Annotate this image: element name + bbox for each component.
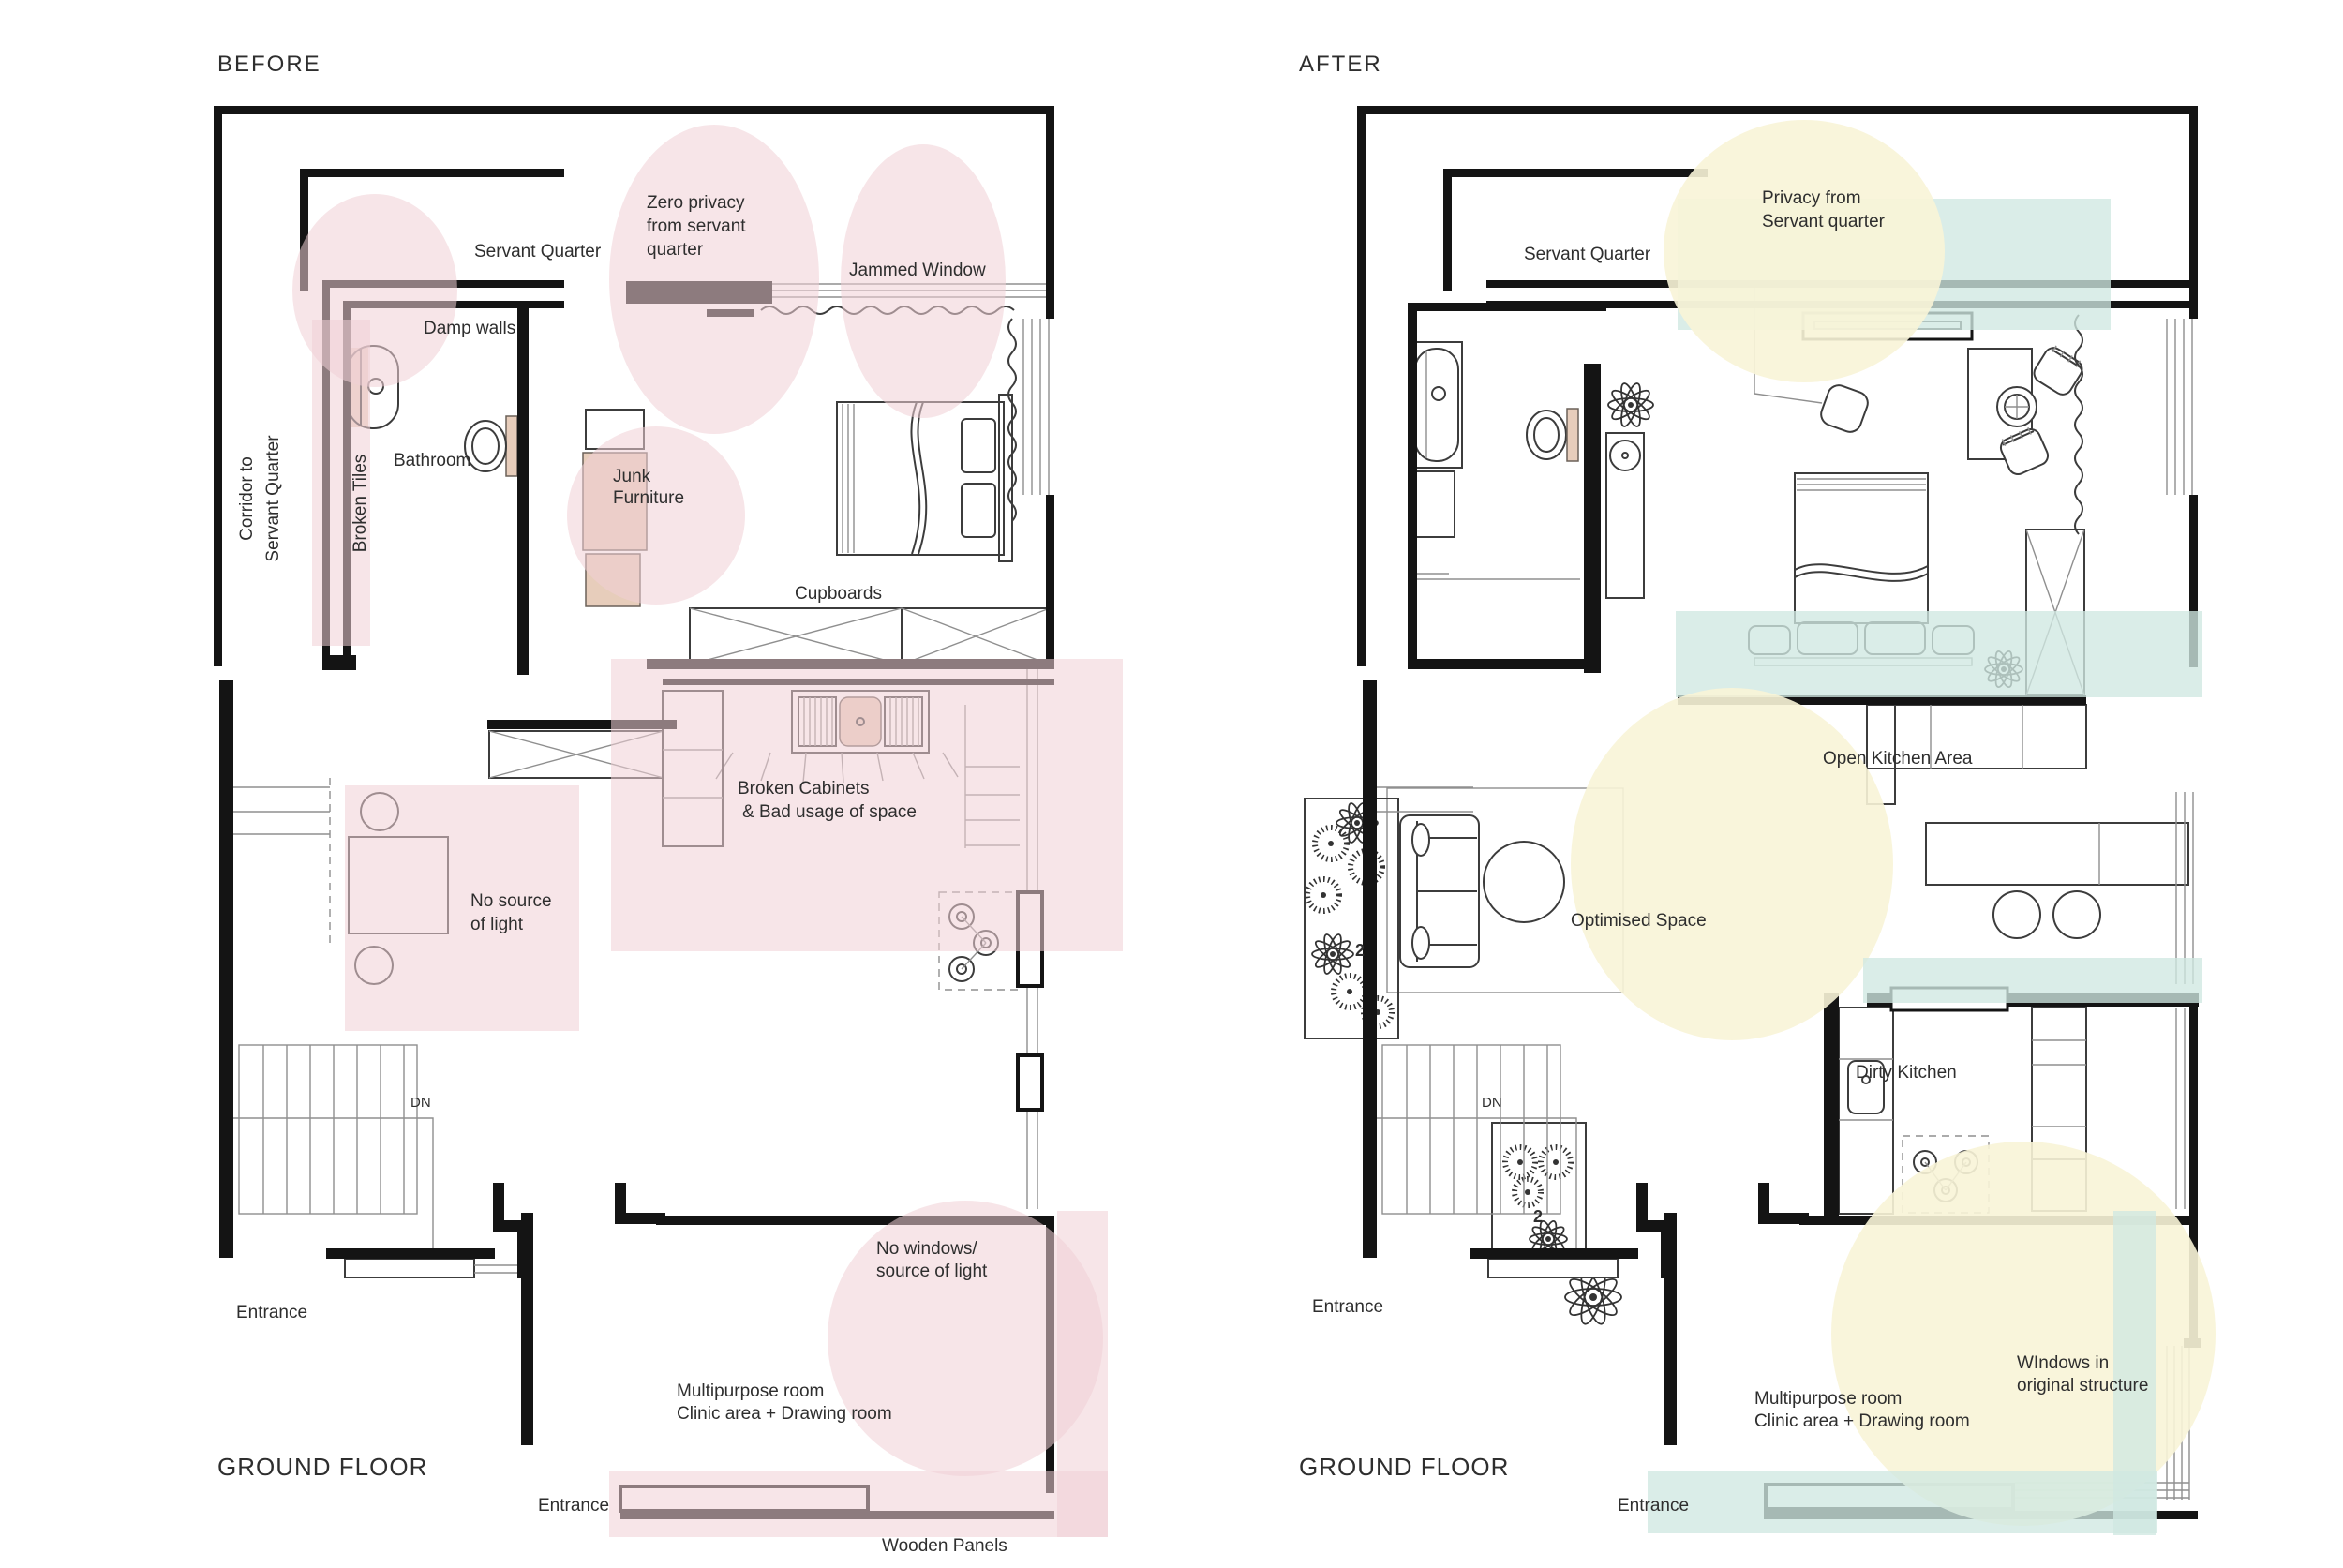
after-staircase — [1375, 1044, 1577, 1248]
headboard — [998, 394, 1013, 562]
label-plant-count-upper: 2 — [1355, 941, 1365, 960]
dirty-kitchen-sink — [1847, 1060, 1885, 1114]
highlight-wooden-panels-right — [1057, 1211, 1108, 1537]
after-entrance-door-leaf — [1487, 1258, 1619, 1278]
label-multipurpose-2: Clinic area + Drawing room — [677, 1404, 892, 1424]
curtain-wave-vertical — [2074, 314, 2083, 535]
staircase — [231, 1044, 434, 1248]
kitchen-island — [1925, 822, 2189, 886]
desk-corner — [1967, 345, 2083, 476]
before-floor-title: GROUND FLOOR — [217, 1453, 427, 1481]
plant-icon — [1607, 382, 1654, 427]
label-after-dn: DN — [1482, 1095, 1502, 1111]
after-highlights — [1571, 120, 2216, 1535]
cupboards-row — [689, 607, 1051, 665]
label-broken-cabinets-1: Broken Cabinets — [738, 779, 869, 799]
highlight-privacy — [1664, 120, 1945, 382]
label-no-light-2: of light — [470, 915, 524, 934]
after-labels: AFTER Privacy from Servant quarter Serva… — [1299, 52, 2148, 1516]
label-corridor-1: Corridor to — [237, 456, 257, 541]
label-no-light-1: No source — [470, 891, 552, 911]
label-after-multipurpose-2: Clinic area + Drawing room — [1754, 1411, 1970, 1431]
highlight-junk-furniture — [567, 426, 745, 605]
highlight-broken-cabinets — [611, 659, 1123, 951]
after-title: AFTER — [1299, 52, 1382, 77]
after-bathroom-fixtures — [1410, 341, 1645, 599]
label-cupboards: Cupboards — [795, 584, 882, 604]
passage-lines — [219, 778, 331, 948]
label-optimised-space: Optimised Space — [1571, 911, 1707, 931]
planter-lower — [1491, 1122, 1587, 1266]
plant-icon — [1564, 1269, 1622, 1325]
label-after-multipurpose-1: Multipurpose room — [1754, 1389, 1902, 1409]
label-broken-tiles: Broken Tiles — [351, 455, 370, 553]
label-zero-privacy-3: quarter — [647, 240, 704, 260]
label-windows-original-2: original structure — [2017, 1376, 2148, 1396]
label-corridor-2: Servant Quarter — [263, 435, 283, 562]
label-servant-quarter: Servant Quarter — [474, 242, 602, 261]
sofa — [1399, 814, 1480, 968]
open-kitchen-counters — [1866, 704, 2189, 939]
label-jammed-window: Jammed Window — [849, 261, 986, 280]
highlight-kitchen-window — [1863, 958, 2202, 1003]
stool — [2052, 890, 2101, 939]
round-table — [1483, 841, 1565, 923]
after-floor-title: GROUND FLOOR — [1299, 1453, 1509, 1481]
label-broken-cabinets-2: & Bad usage of space — [742, 802, 917, 822]
before-highlights — [292, 125, 1123, 1537]
bedroom-chair — [1820, 384, 1869, 433]
before-labels: BEFORE Servant Quarter Zero privacy from… — [217, 52, 1007, 1556]
after-passage-lines — [1368, 786, 1473, 813]
label-junk-2: Furniture — [613, 488, 684, 508]
label-junk-1: Junk — [613, 467, 651, 486]
highlight-broken-tiles — [312, 320, 370, 646]
label-entrance-side: Entrance — [538, 1496, 609, 1516]
wash-counter — [1605, 432, 1645, 599]
label-no-windows-1: No windows/ — [876, 1239, 977, 1259]
label-zero-privacy-2: from servant — [647, 217, 746, 236]
highlight-wooden-panels-bottom — [609, 1471, 1108, 1537]
label-plant-count-lower: 2 — [1533, 1207, 1543, 1226]
highlight-zero-privacy — [609, 125, 819, 434]
label-no-windows-2: source of light — [876, 1262, 988, 1281]
kitchen-window-frame — [1016, 1053, 1044, 1112]
after-toilet — [1526, 410, 1567, 460]
label-privacy-2: Servant quarter — [1762, 212, 1886, 231]
label-windows-original-1: WIndows in — [2017, 1353, 2109, 1373]
highlight-window-bottom — [1648, 1471, 2157, 1533]
highlight-original-windows — [1831, 1142, 2216, 1526]
entrance-door-leaf — [344, 1258, 475, 1278]
label-open-kitchen: Open Kitchen Area — [1823, 749, 1973, 769]
highlight-optimised-space — [1571, 688, 1893, 1040]
after-plan: AFTER Privacy from Servant quarter Serva… — [1299, 52, 2216, 1535]
label-dn: DN — [410, 1095, 431, 1111]
curtain-wave-vertical — [1007, 318, 1017, 522]
highlight-jammed-window — [841, 144, 1006, 418]
label-zero-privacy-1: Zero privacy — [647, 193, 745, 213]
planter-upper — [1304, 798, 1399, 1039]
label-wooden-panels: Wooden Panels — [882, 1536, 1007, 1556]
pillow — [961, 483, 996, 538]
highlight-no-light — [345, 785, 579, 1031]
stool — [1992, 890, 2041, 939]
label-after-entrance-main: Entrance — [1312, 1297, 1383, 1317]
pillow — [961, 418, 996, 473]
label-dirty-kitchen: Dirty Kitchen — [1856, 1063, 1957, 1083]
label-entrance-main: Entrance — [236, 1303, 307, 1322]
highlight-bedroom-window — [1676, 611, 2202, 697]
bed — [836, 394, 1013, 562]
before-plan: BEFORE Servant Quarter Zero privacy from… — [214, 52, 1123, 1556]
label-bathroom: Bathroom — [394, 451, 470, 470]
label-privacy-1: Privacy from — [1762, 188, 1861, 208]
highlight-no-windows — [828, 1201, 1103, 1476]
label-damp-walls: Damp walls — [424, 319, 515, 338]
label-multipurpose-1: Multipurpose room — [677, 1381, 824, 1401]
label-after-servant-quarter: Servant Quarter — [1524, 245, 1651, 264]
label-after-entrance-side: Entrance — [1618, 1496, 1689, 1516]
before-title: BEFORE — [217, 52, 321, 77]
toilet-tank — [505, 415, 518, 477]
